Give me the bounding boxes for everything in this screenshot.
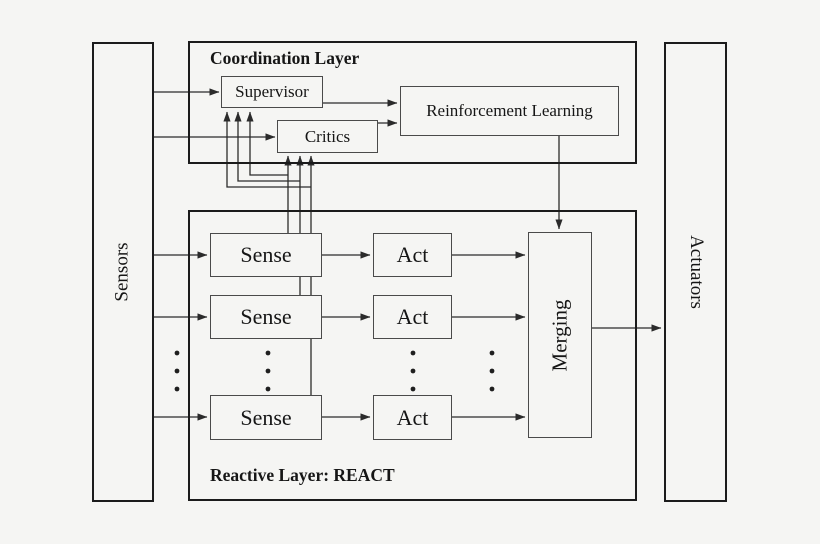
reactive-layer-box	[188, 210, 637, 501]
coordination-layer-title: Coordination Layer	[210, 48, 360, 68]
reactive-layer-title: Reactive Layer: REACT	[210, 465, 395, 485]
supervisor-box: Supervisor	[221, 76, 323, 108]
act-label-3: Act	[396, 404, 429, 430]
reinforcement-learning-label: Reinforcement Learning	[426, 101, 593, 120]
sensors-box: Sensors	[92, 42, 154, 502]
sense-label-1: Sense	[240, 242, 292, 267]
act-label-2: Act	[396, 304, 429, 329]
actuators-label: Actuators	[685, 235, 707, 309]
act-box-1: Act	[373, 233, 452, 277]
supervisor-label: Supervisor	[235, 82, 309, 101]
act-box-2: Act	[373, 295, 452, 339]
wire-sense2-supervisor	[234, 111, 300, 182]
sense-box-1: Sense	[210, 233, 322, 277]
sensors-label: Sensors	[112, 242, 133, 302]
coordination-layer-box	[188, 41, 637, 164]
ellipsis-dots	[174, 350, 495, 392]
sense-label-2: Sense	[240, 304, 292, 329]
merging-label: Merging	[547, 299, 572, 371]
wire-sense3-supervisor	[223, 111, 311, 188]
act-box-3: Act	[373, 395, 452, 440]
sense-label-3: Sense	[240, 404, 292, 430]
reinforcement-learning-box: Reinforcement Learning	[400, 86, 619, 136]
critics-label: Critics	[304, 126, 351, 146]
actuators-box: Actuators	[664, 42, 727, 502]
act-label-1: Act	[396, 242, 429, 267]
sense-box-3: Sense	[210, 395, 322, 440]
wire-sense1-supervisor	[246, 111, 288, 176]
sense-box-2: Sense	[210, 295, 322, 339]
critics-box: Critics	[277, 120, 378, 153]
merging-box: Merging	[528, 232, 592, 438]
